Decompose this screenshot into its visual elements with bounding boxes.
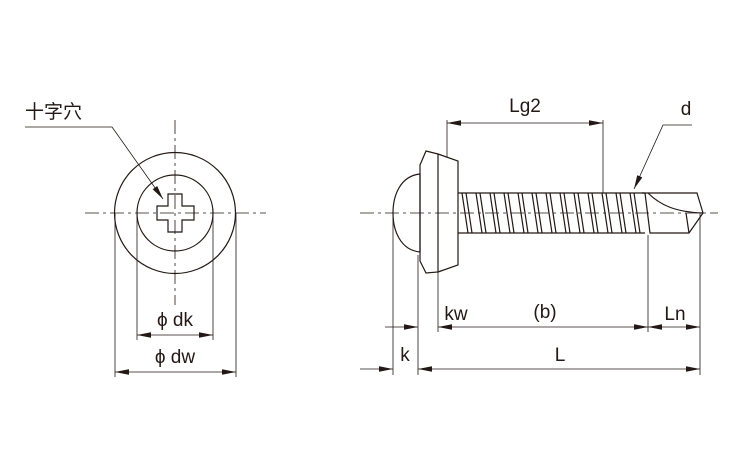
k-label: k bbox=[400, 345, 410, 366]
thread-turn bbox=[503, 192, 515, 234]
washer-metal bbox=[419, 150, 439, 274]
thread-turn bbox=[587, 192, 599, 234]
thread-turn bbox=[545, 192, 557, 234]
dw-label: ϕ dw bbox=[155, 347, 195, 368]
b-label: (b) bbox=[533, 302, 556, 323]
d-label: d bbox=[681, 99, 692, 120]
thread-turn bbox=[475, 192, 487, 234]
thread-turn bbox=[601, 192, 613, 234]
recess-label: 十字穴 bbox=[25, 101, 82, 123]
thread-turn bbox=[615, 192, 627, 234]
thread bbox=[461, 192, 641, 234]
dk-label: ϕ dk bbox=[157, 310, 193, 331]
side-view: Lg2 d kw (b) Ln k L bbox=[360, 96, 718, 375]
thread-turn bbox=[573, 192, 585, 234]
thread-turn bbox=[629, 192, 641, 234]
thread-turn bbox=[461, 192, 473, 234]
kw-label: kw bbox=[444, 304, 468, 325]
lg2-label: Lg2 bbox=[509, 96, 541, 117]
thread-turn bbox=[489, 192, 501, 234]
washer-outline bbox=[113, 151, 237, 275]
recess-leader bbox=[25, 126, 164, 200]
washer-rubber bbox=[437, 153, 459, 273]
cross-recess-icon bbox=[156, 193, 195, 233]
top-view: 十字穴 ϕ dk ϕ dw bbox=[25, 101, 266, 377]
ln-label: Ln bbox=[664, 304, 685, 325]
thread-turn bbox=[559, 192, 571, 234]
d-leader bbox=[633, 124, 692, 190]
drill-point bbox=[642, 192, 704, 234]
thread-turn bbox=[517, 192, 529, 234]
l-label: L bbox=[555, 345, 566, 366]
thread-turn bbox=[531, 192, 543, 234]
